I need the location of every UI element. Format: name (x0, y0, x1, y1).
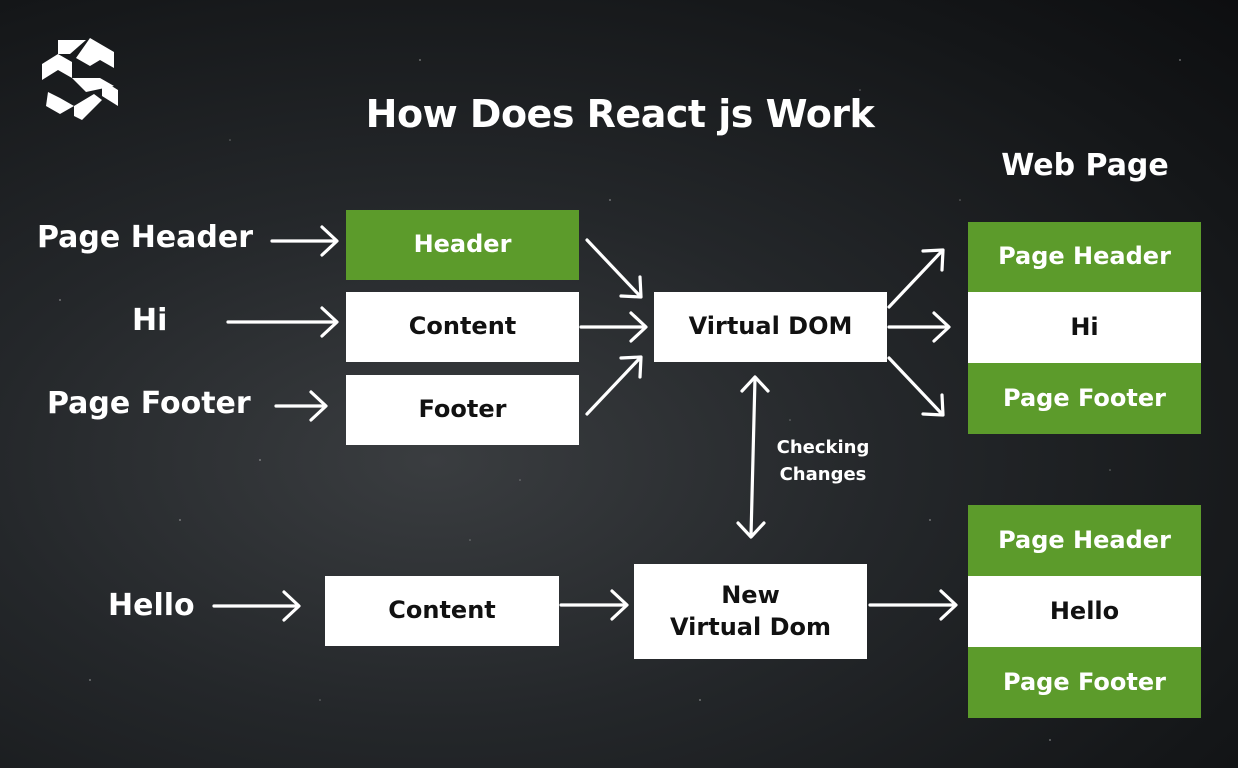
new-virtual-dom-line2: Virtual Dom (670, 612, 831, 641)
new-content-box: Content (325, 576, 559, 646)
input-label-hello: Hello (108, 588, 195, 623)
input-label-page-footer: Page Footer (47, 386, 251, 421)
webpage1-footer: Page Footer (968, 363, 1201, 434)
new-virtual-dom-line1: New (721, 581, 780, 610)
webpage-label: Web Page (1001, 148, 1169, 183)
checking-changes-label: Checking Changes (768, 434, 878, 488)
webpage1-header: Page Header (968, 222, 1201, 292)
input-label-hi: Hi (132, 303, 168, 338)
virtual-dom-box: Virtual DOM (654, 292, 887, 362)
component-content-box: Content (346, 292, 579, 362)
checking-line2: Changes (779, 464, 867, 485)
logo-icon (42, 38, 118, 120)
checking-line1: Checking (776, 437, 870, 458)
webpage1-content: Hi (968, 292, 1201, 363)
component-header-box: Header (346, 210, 579, 280)
page-title: How Does React js Work (365, 92, 875, 136)
webpage2-content: Hello (968, 576, 1201, 647)
input-label-page-header: Page Header (37, 220, 254, 255)
new-virtual-dom-box: New Virtual Dom (634, 564, 867, 659)
webpage2-footer: Page Footer (968, 647, 1201, 718)
component-footer-box: Footer (346, 375, 579, 445)
webpage2-header: Page Header (968, 505, 1201, 576)
